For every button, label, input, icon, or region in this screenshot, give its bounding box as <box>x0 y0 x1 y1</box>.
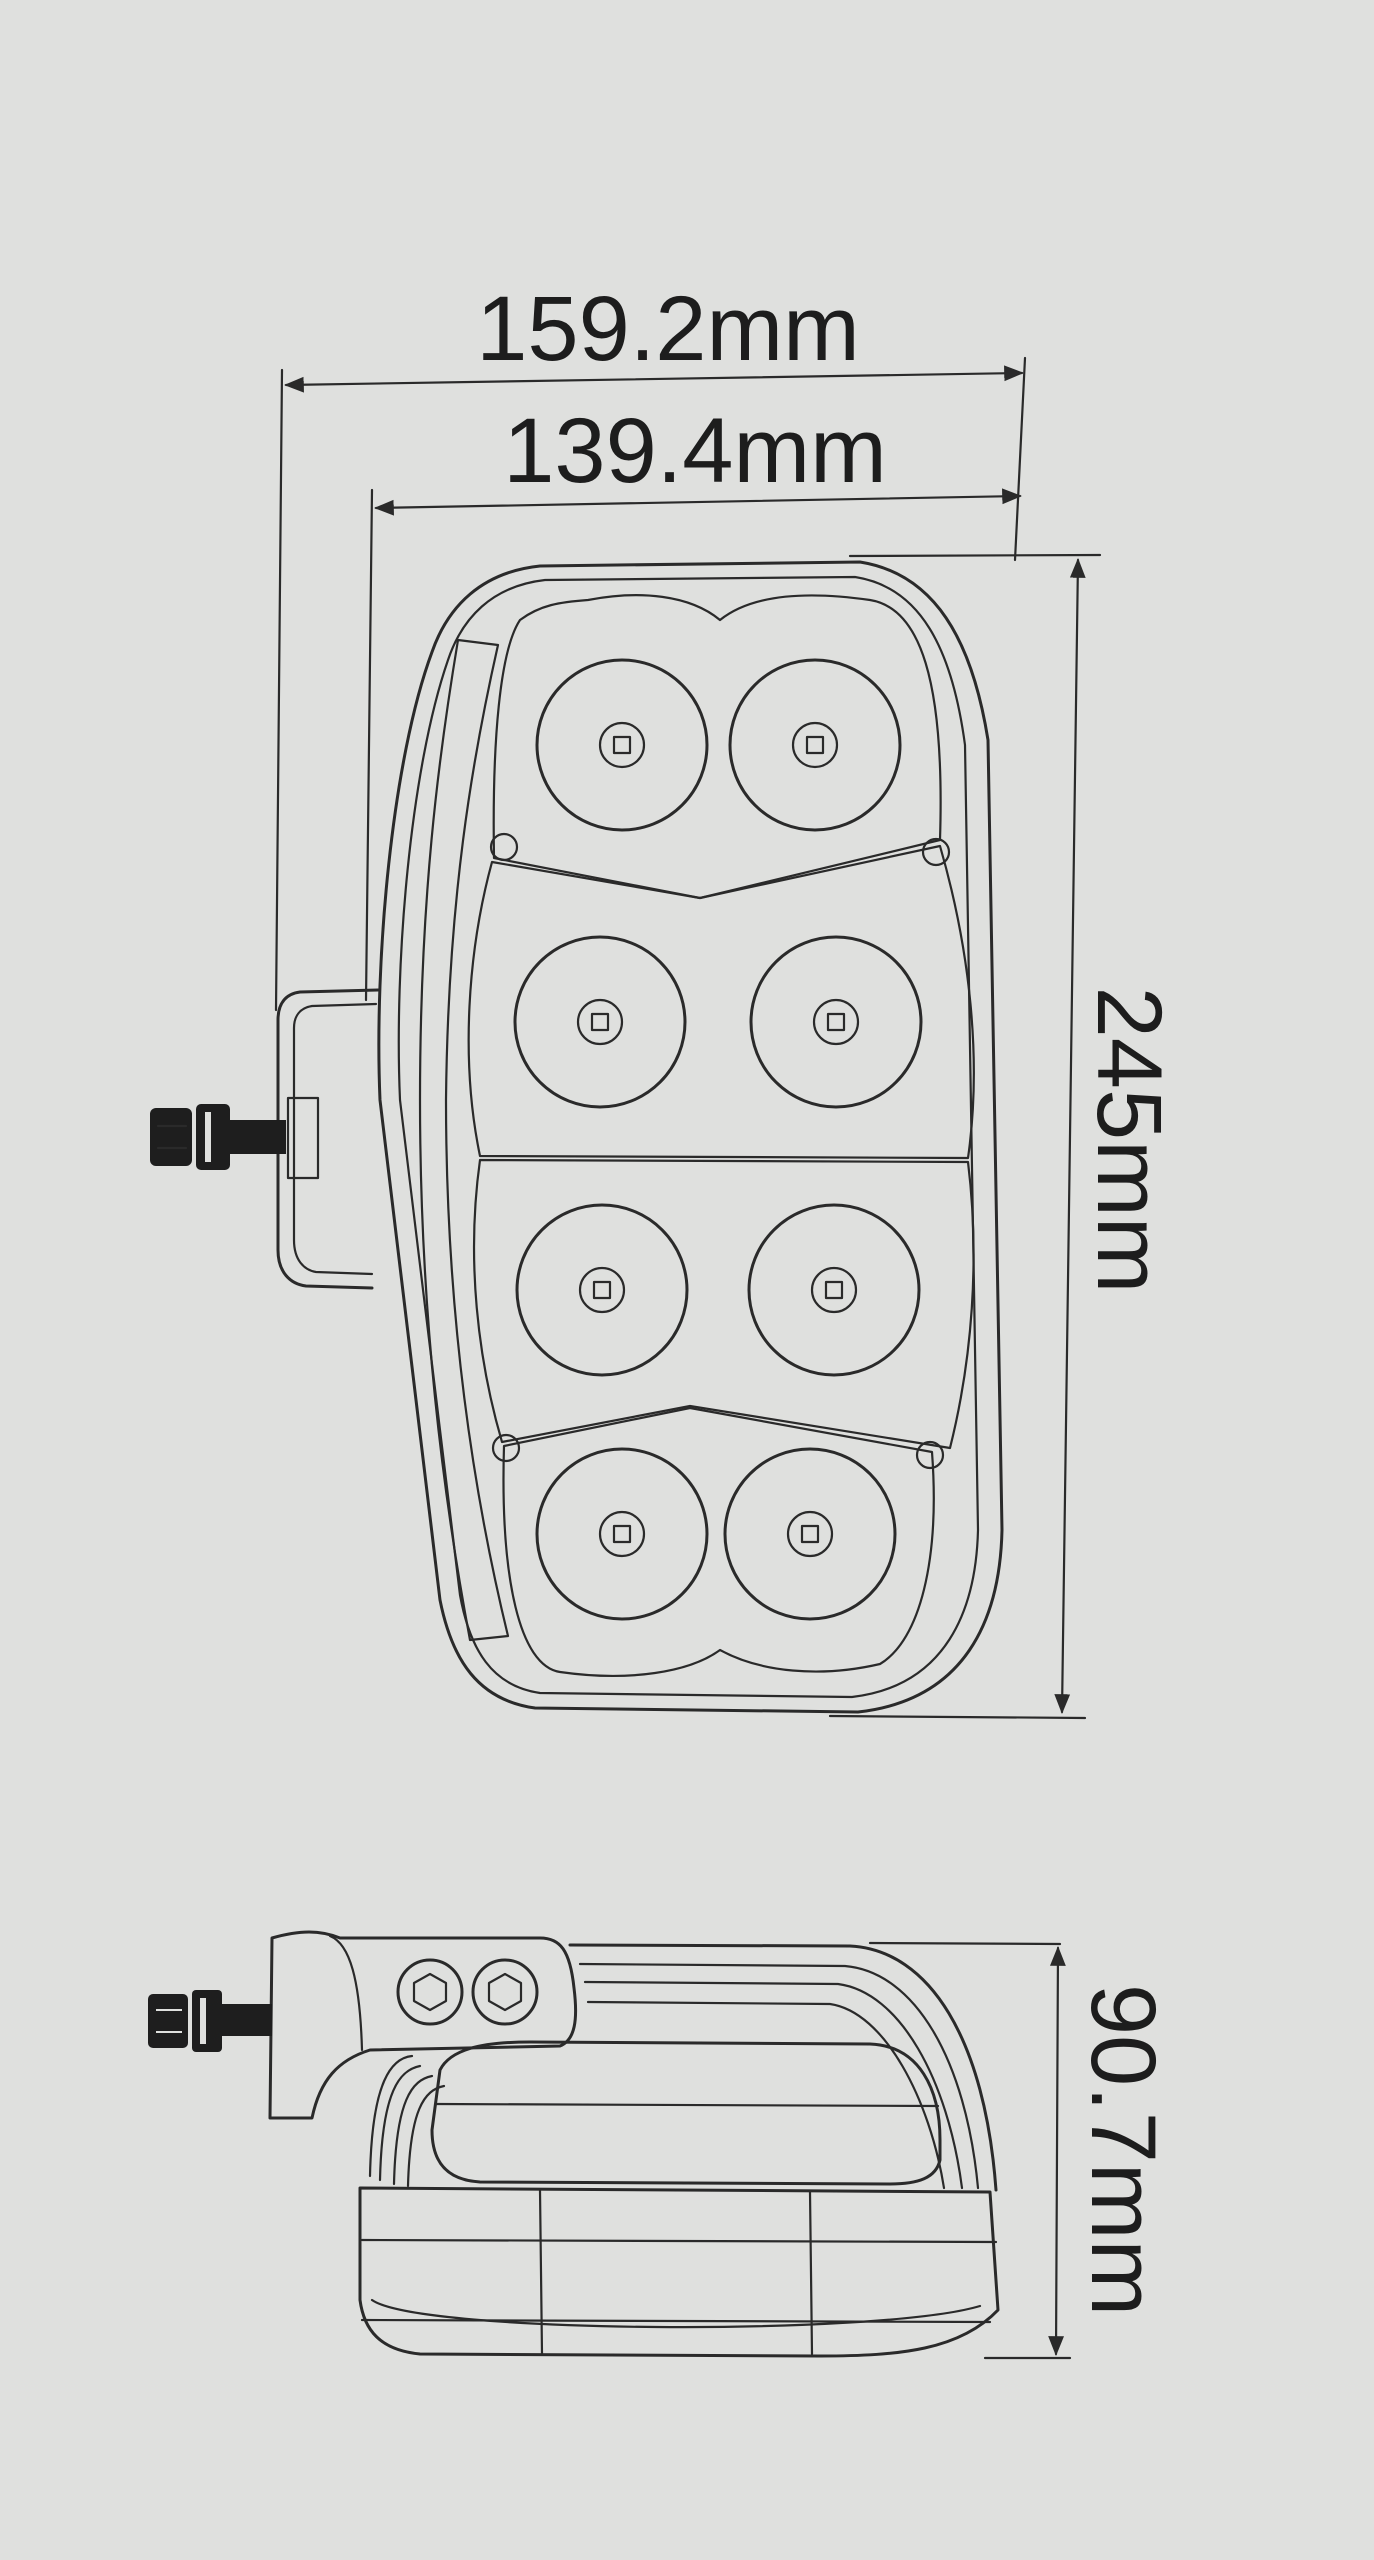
led-3 <box>513 935 687 1109</box>
dimension-label-139-4: 139.4mm <box>503 400 887 502</box>
dimension-label-245: 245mm <box>1078 987 1180 1294</box>
side-heatsink <box>368 1943 998 2192</box>
mounting-bolt <box>150 1104 286 1170</box>
side-bracket-edge <box>328 1934 364 2052</box>
led-2 <box>728 658 902 832</box>
side-bracket <box>268 1930 578 2120</box>
mounting-bracket-inner <box>292 1002 378 1276</box>
side-lens-cap <box>430 2040 942 2186</box>
led-5 <box>515 1203 689 1377</box>
dimension-inner-width: 139.4mm <box>364 400 1022 1002</box>
lens-pod-top <box>492 594 942 900</box>
led-4 <box>749 935 923 1109</box>
side-bracket-bolt-1 <box>396 1958 464 2026</box>
dimension-label-159-2: 159.2mm <box>476 278 860 380</box>
side-lens-body <box>358 2186 1000 2358</box>
dimension-depth: 90.7mm <box>868 1941 1174 2360</box>
side-lens-seg-1 <box>538 2188 544 2356</box>
led-1 <box>535 658 709 832</box>
led-7 <box>535 1447 709 1621</box>
middle-pod-lower <box>472 1158 975 1450</box>
screw-bottom-right <box>915 1440 945 1470</box>
front-housing-inner <box>397 575 980 1699</box>
led-8 <box>723 1447 897 1621</box>
front-view <box>150 560 1004 1714</box>
lens-pod-bottom <box>502 1406 935 1677</box>
dimension-height: 245mm <box>828 553 1180 1720</box>
screw-top-left <box>489 832 519 862</box>
bracket-nut <box>286 1096 320 1180</box>
side-reflector-strip <box>418 638 510 1642</box>
side-lens-seg-2 <box>808 2190 814 2356</box>
dimension-overall-width: 159.2mm <box>274 278 1027 1012</box>
side-bracket-bolt-2 <box>471 1958 539 2026</box>
screw-top-right <box>921 837 951 867</box>
dimension-label-90-7: 90.7mm <box>1072 1984 1174 2316</box>
side-lens-curve <box>370 2298 982 2329</box>
led-6 <box>747 1203 921 1377</box>
front-housing-outer <box>377 560 1004 1714</box>
side-lens-line-2 <box>360 2318 992 2324</box>
screw-bottom-left <box>491 1433 521 1463</box>
side-lens-line-1 <box>360 2238 998 2244</box>
middle-pod-upper <box>467 844 975 1160</box>
side-view <box>148 1930 1000 2358</box>
side-mounting-bolt <box>148 1990 272 2052</box>
side-cap-line <box>434 2102 940 2108</box>
